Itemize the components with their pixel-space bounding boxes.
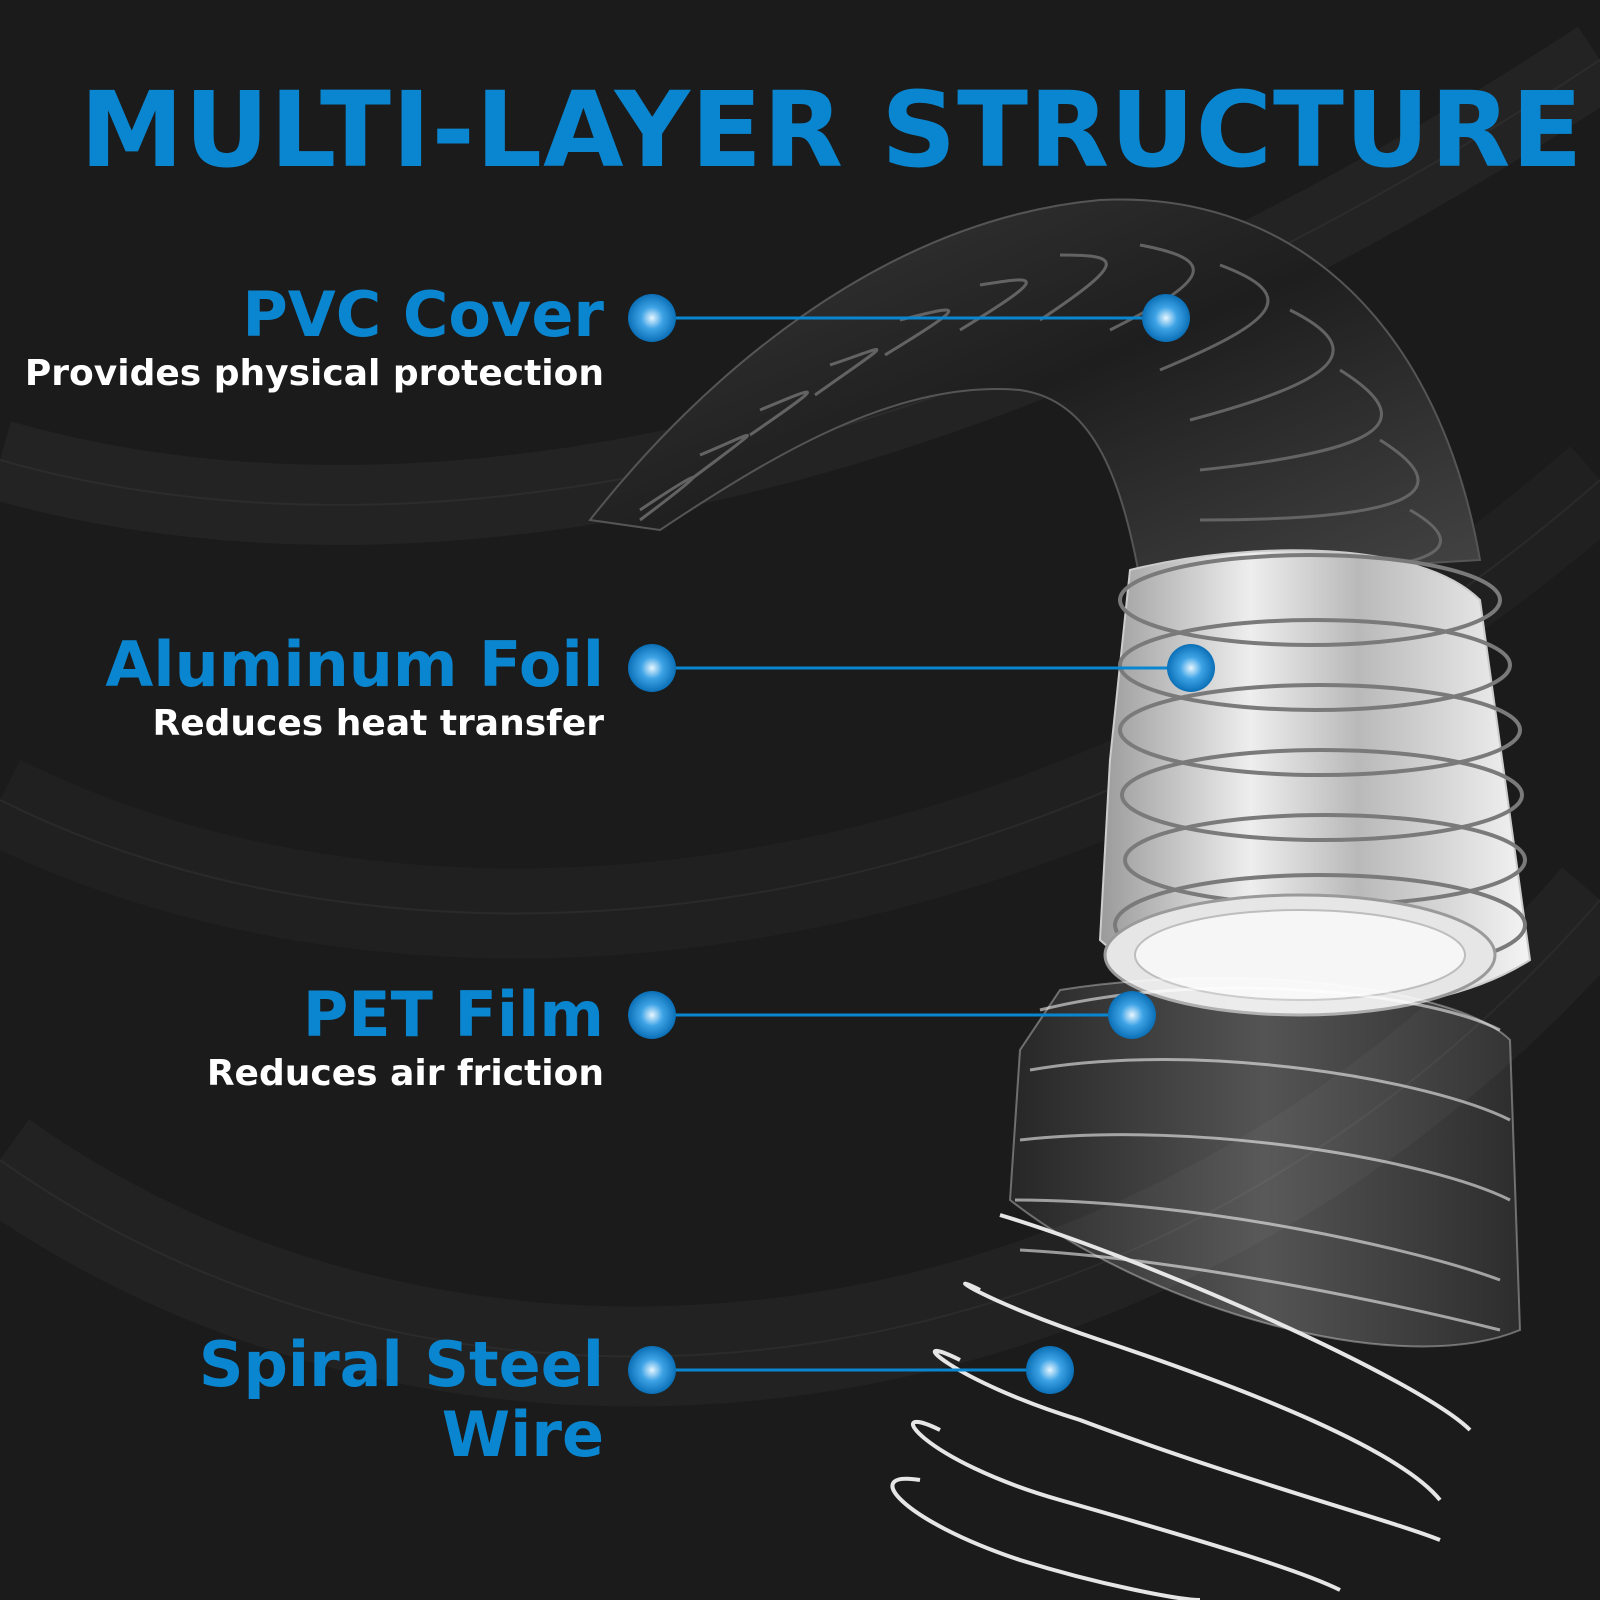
layer-desc-pvc-cover: Provides physical protection [24, 353, 604, 394]
callout-lines [665, 316, 1190, 1372]
layer-name-spiral-steel-wire: Spiral Steel Wire [198, 1328, 604, 1471]
pet-film-section [1008, 977, 1522, 1348]
callout-dots-left [628, 294, 676, 1394]
page-title: MULTI-LAYER STRUCTURE [80, 69, 1584, 191]
layer-name-pvc-cover: PVC Cover [242, 278, 604, 351]
layer-name-pet-film: PET Film [302, 978, 604, 1051]
spiral-steel-wire [890, 1213, 1472, 1600]
aluminum-foil-section [1098, 549, 1532, 1017]
layer-name-aluminum-foil: Aluminum Foil [105, 628, 604, 701]
pvc-cover-section [588, 198, 1482, 582]
layer-desc-aluminum-foil: Reduces heat transfer [152, 703, 604, 744]
layer-desc-pet-film: Reduces air friction [206, 1053, 604, 1094]
callout-dots-right [1026, 294, 1215, 1394]
